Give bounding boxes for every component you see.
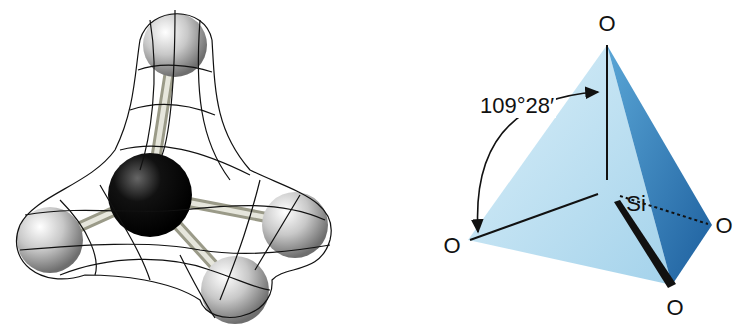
- atom-label: Si: [624, 192, 648, 216]
- angle-label: 109°28′: [478, 94, 556, 118]
- atom-label: O: [441, 234, 462, 258]
- methane-model: [16, 10, 331, 324]
- atom-label: O: [664, 296, 685, 320]
- atom-label: O: [713, 214, 734, 238]
- sio4-tetrahedron: [468, 45, 712, 288]
- atom-label: O: [596, 12, 617, 36]
